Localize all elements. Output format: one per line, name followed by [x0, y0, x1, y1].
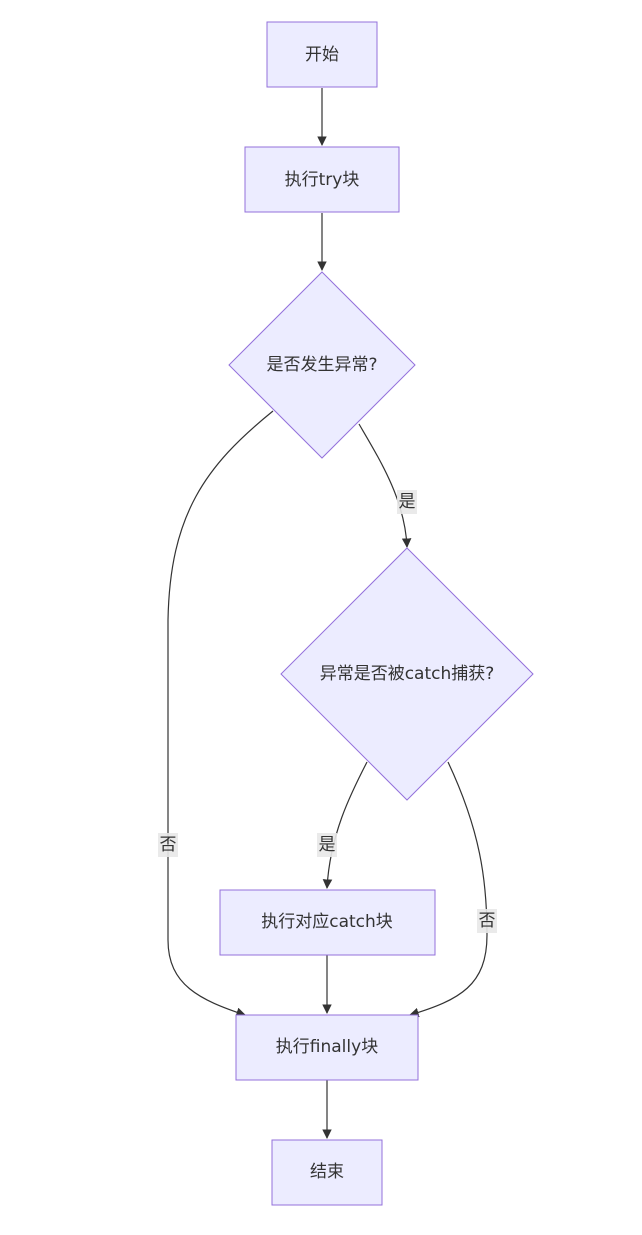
- node-catch-block-box: [219, 889, 436, 956]
- node-end-box: [271, 1139, 383, 1206]
- node-try-block: 执行try块: [244, 146, 400, 213]
- edge-label-catch-yes-text: 是: [319, 835, 336, 855]
- edge-label-catch-no: 否: [477, 909, 497, 933]
- node-start-box: [266, 21, 378, 88]
- node-catch-question: 异常是否被catch捕获?: [280, 547, 534, 801]
- node-finally-block-box: [235, 1014, 419, 1081]
- node-catch-block: 执行对应catch块: [219, 889, 436, 956]
- node-finally-block: 执行finally块: [235, 1014, 419, 1081]
- edge-catch-yes: [322, 761, 368, 889]
- node-start: 开始: [266, 21, 378, 88]
- edge-exception-no: [167, 410, 274, 1017]
- edge-label-exception-yes-text: 是: [399, 492, 416, 512]
- node-catch-question-diamond: [280, 547, 534, 801]
- edge-label-exception-no: 否: [158, 833, 178, 857]
- edge-label-catch-yes: 是: [317, 833, 337, 857]
- edge-label-catch-no-text: 否: [479, 911, 496, 931]
- nodes: 开始 执行try块 是否发生异常? 异常是否被catch捕获? 执行对应catc…: [219, 21, 534, 1206]
- edge-labels: 是 否 是 否: [158, 490, 497, 933]
- edge-exception-yes: [358, 423, 412, 548]
- edge-label-exception-yes: 是: [397, 490, 417, 514]
- edges: [167, 88, 488, 1139]
- node-catch-block-label: 执行对应catch块: [261, 912, 393, 932]
- node-catch-question-label: 异常是否被catch捕获?: [320, 664, 495, 684]
- node-try-block-box: [244, 146, 400, 213]
- edge-catch-no: [409, 761, 488, 1018]
- node-start-label: 开始: [305, 45, 339, 65]
- node-try-block-label: 执行try块: [285, 170, 360, 190]
- node-exception-question-diamond: [228, 271, 416, 459]
- edge-label-exception-no-text: 否: [160, 835, 177, 855]
- node-finally-block-label: 执行finally块: [276, 1037, 378, 1057]
- node-exception-question-label: 是否发生异常?: [266, 355, 377, 375]
- node-end-label: 结束: [310, 1162, 344, 1182]
- node-end: 结束: [271, 1139, 383, 1206]
- node-exception-question: 是否发生异常?: [228, 271, 416, 459]
